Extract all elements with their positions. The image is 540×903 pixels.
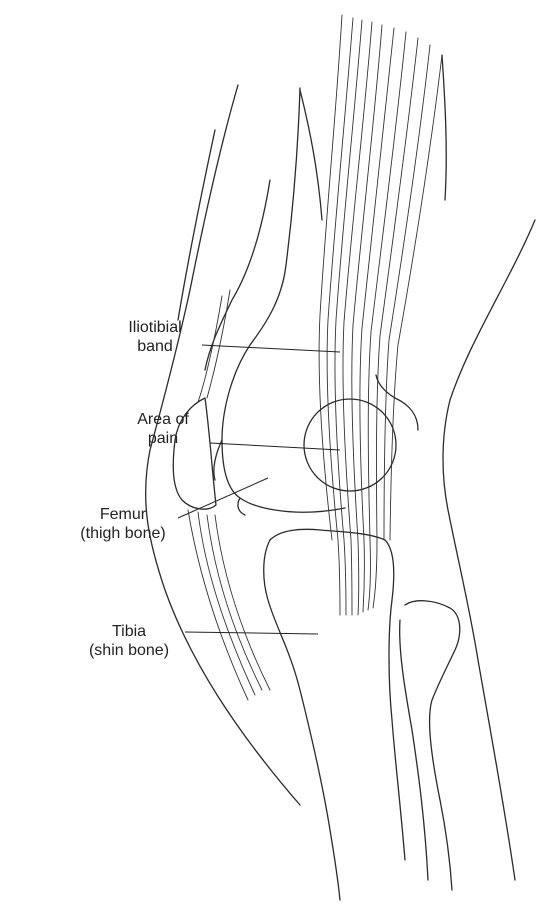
iliotibial-band-fibres [319, 15, 442, 615]
femur-shaft-left [205, 180, 270, 370]
label-area-of-pain: Area of pain [118, 410, 208, 448]
femur-condyle [214, 440, 245, 515]
leader-femur [178, 478, 268, 518]
hamstring-tendon [376, 375, 418, 430]
label-tibia: Tibia (shin bone) [74, 622, 184, 660]
leader-tibia [185, 632, 318, 634]
label-pain-line1: Area of [118, 410, 208, 429]
label-femur-line1: Femur [64, 505, 182, 524]
area-of-pain-circle [304, 399, 396, 491]
fibula-head [405, 601, 460, 890]
label-pain-line2: pain [118, 429, 208, 448]
label-iliotibial-line1: Iliotibial [110, 318, 200, 337]
label-tibia-line2: (shin bone) [74, 641, 184, 660]
tibia-front [264, 540, 340, 900]
leader-area-of-pain [210, 443, 340, 450]
label-femur-line2: (thigh bone) [64, 524, 182, 543]
label-iliotibial-line2: band [110, 337, 200, 356]
label-iliotibial-band: Iliotibial band [110, 318, 200, 356]
label-tibia-line1: Tibia [74, 622, 184, 641]
femur-outline [222, 88, 345, 512]
tibia-outline [270, 529, 405, 860]
lateral-knee-contour [300, 55, 446, 220]
skin-outline-right [443, 220, 535, 880]
label-femur: Femur (thigh bone) [64, 505, 182, 543]
skin-outline-left-inner [178, 130, 215, 320]
